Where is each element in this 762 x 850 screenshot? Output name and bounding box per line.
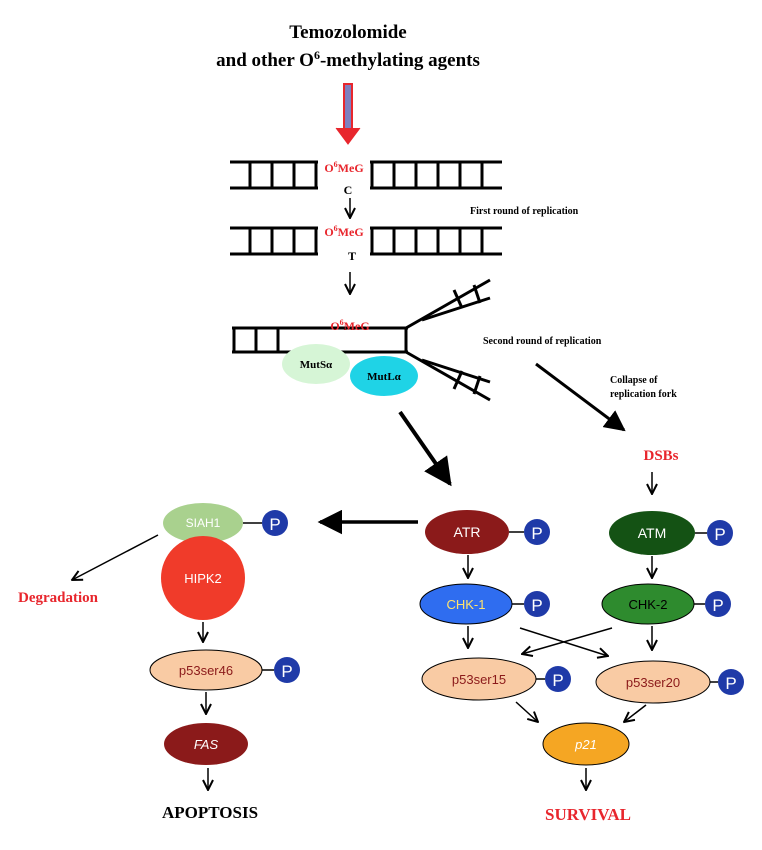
lesion-label-1: O6MeG xyxy=(324,160,363,175)
arrow-p53ser15-to-p21 xyxy=(515,701,538,722)
atr-phospho-label: P xyxy=(531,524,542,543)
p53ser20-label: p53ser20 xyxy=(626,675,680,690)
collapse-label-line2: replication fork xyxy=(610,389,677,400)
arrow-fork-to-dsbs xyxy=(535,362,626,432)
siah1-label: SIAH1 xyxy=(186,516,221,530)
arrow-mmr-to-atr xyxy=(398,410,452,487)
mutl-complex xyxy=(350,356,418,396)
hipk2-label: HIPK2 xyxy=(184,571,222,586)
chk2-phospho-label: P xyxy=(712,596,723,615)
p21-label: p21 xyxy=(574,737,597,752)
chk1-phospho xyxy=(524,591,550,617)
arrow-p53ser20-to-p21 xyxy=(624,704,647,722)
second-round-label: Second round of replication xyxy=(483,336,602,347)
base-c-label: C xyxy=(344,183,353,197)
atr-phospho xyxy=(524,519,550,545)
degradation-label: Degradation xyxy=(18,590,99,606)
atr-node xyxy=(425,510,509,554)
p53ser15-label: p53ser15 xyxy=(452,672,506,687)
survival-label: SURVIVAL xyxy=(545,805,631,824)
chk1-label: CHK-1 xyxy=(446,597,485,612)
siah1-phospho-label: P xyxy=(269,515,280,534)
atm-node xyxy=(609,511,695,555)
p53ser20-phospho-label: P xyxy=(725,674,736,693)
p53ser46-label: p53ser46 xyxy=(179,663,233,678)
drug-arrow xyxy=(335,83,361,145)
dsbs-label: DSBs xyxy=(643,448,678,464)
siah1-phospho xyxy=(262,510,288,536)
dna-duplex-1 xyxy=(230,160,502,190)
chk1-phospho-label: P xyxy=(531,596,542,615)
mutl-label: MutLα xyxy=(367,371,402,383)
arrow-chk2-to-p53ser15 xyxy=(522,627,613,654)
dna-duplex-2 xyxy=(230,226,502,256)
base-t-label: T xyxy=(348,249,356,263)
replication-fork xyxy=(232,278,491,402)
fas-node xyxy=(164,723,248,765)
first-round-label: First round of replication xyxy=(470,206,579,217)
p53ser20-phospho xyxy=(718,669,744,695)
siah1-node xyxy=(163,503,243,543)
lesion-label-2: O6MeG xyxy=(324,224,363,239)
arrow-siah1-to-degradation xyxy=(72,534,159,580)
atm-label: ATM xyxy=(638,525,667,541)
p53ser46-phospho-label: P xyxy=(281,662,292,681)
p53ser15-phospho-label: P xyxy=(552,671,563,690)
chk2-phospho xyxy=(705,591,731,617)
hipk2-node xyxy=(161,536,245,620)
p21-node xyxy=(542,722,630,766)
collapse-label-line1: Collapse of xyxy=(610,375,658,386)
lesion-label-3: O6MeG xyxy=(330,318,369,333)
atm-phospho xyxy=(707,520,733,546)
p53ser46-phospho xyxy=(274,657,300,683)
atm-phospho-label: P xyxy=(714,525,725,544)
fas-label: FAS xyxy=(194,737,219,752)
apoptosis-label: APOPTOSIS xyxy=(162,803,258,822)
chk2-label: CHK-2 xyxy=(628,597,667,612)
title-line2: and other O6-methylating agents xyxy=(216,48,480,71)
atr-label: ATR xyxy=(454,524,481,540)
muts-complex xyxy=(282,344,350,384)
title-line1: Temozolomide xyxy=(289,22,407,43)
p53ser15-phospho xyxy=(545,666,571,692)
muts-label: MutSα xyxy=(300,359,333,371)
